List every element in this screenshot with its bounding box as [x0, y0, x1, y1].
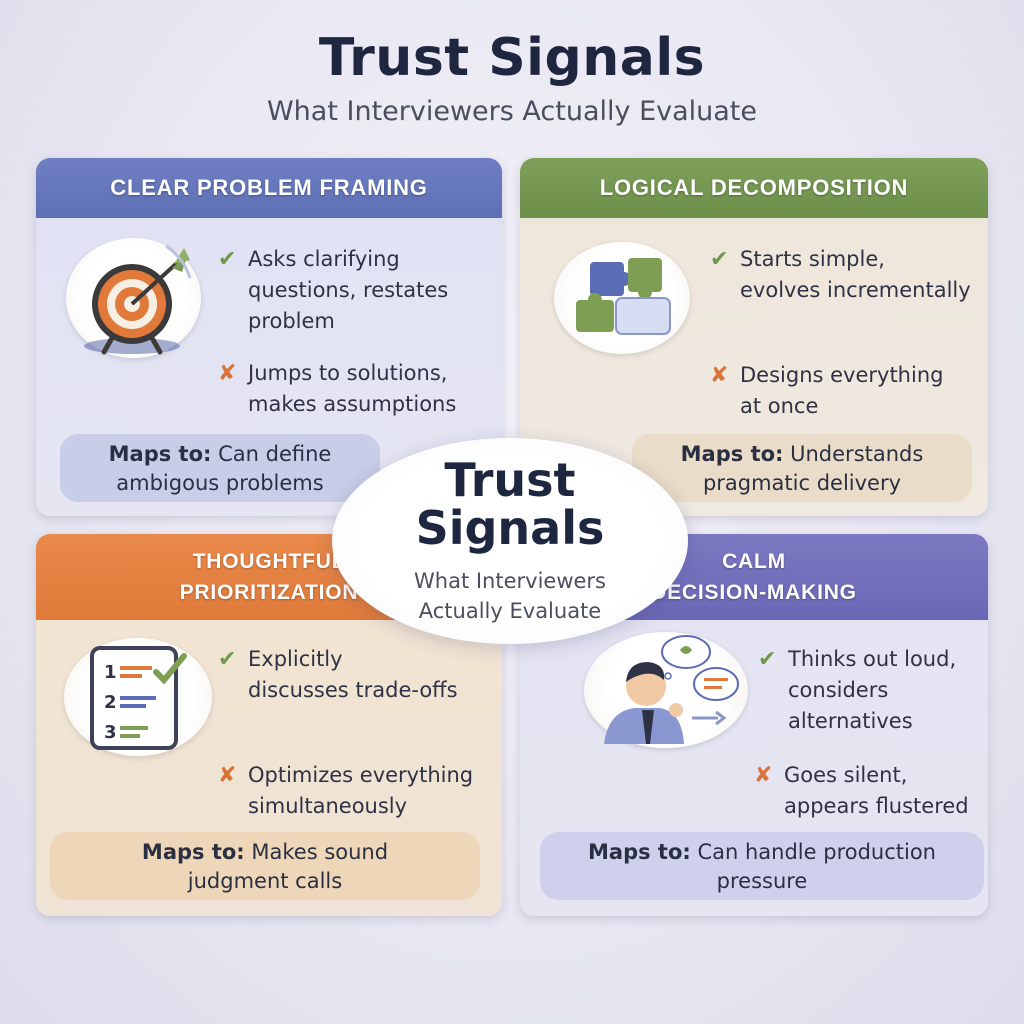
positive-point: ✔ Asks clarifying questions, restates pr… — [218, 244, 448, 337]
maps-to-box: Maps to: Understands pragmatic delivery — [632, 434, 972, 502]
page-subtitle: What Interviewers Actually Evaluate — [266, 96, 758, 127]
center-circle — [332, 438, 688, 644]
svg-text:2: 2 — [104, 692, 117, 713]
check-icon: ✔ — [218, 247, 237, 272]
maps-to-box: Maps to: Can define ambigous problems — [60, 434, 380, 502]
svg-text:1: 1 — [104, 662, 117, 683]
negative-point: ✘ Designs everything at once — [710, 360, 943, 422]
center-subtitle: What Interviewers Actually Evaluate — [414, 569, 606, 623]
card-clear-problem-framing: CLEAR PROBLEM FRAMING ✔ Asks clarifying … — [36, 158, 502, 516]
cross-icon: ✘ — [218, 763, 237, 788]
negative-point: ✘ Optimizes everything simultaneously — [218, 760, 473, 822]
target-icon — [66, 238, 201, 358]
center-title: Trust Signals — [415, 453, 605, 555]
check-icon: ✔ — [710, 247, 729, 272]
page-title: Trust Signals — [318, 28, 706, 88]
cross-icon: ✘ — [218, 361, 237, 386]
positive-point: ✔ Explicitly discusses trade-offs — [218, 644, 458, 706]
card-thoughtful-prioritization: THOUGHTFUL PRIORITIZATION 1 2 3 ✔ Explic… — [36, 534, 502, 916]
cross-icon: ✘ — [754, 763, 773, 788]
check-icon: ✔ — [218, 647, 237, 672]
card-header: LOGICAL DECOMPOSITION — [520, 158, 988, 218]
negative-point: ✘ Goes silent, appears flustered — [754, 760, 969, 822]
svg-text:3: 3 — [104, 722, 117, 743]
thinking-person-icon — [584, 632, 748, 748]
negative-point: ✘ Jumps to solutions, makes assumptions — [218, 358, 456, 420]
cross-icon: ✘ — [710, 363, 729, 388]
card-calm-decision-making: CALM DECISION-MAKING ✔ Thinks out loud, … — [520, 534, 988, 916]
check-icon: ✔ — [758, 647, 777, 672]
puzzle-icon — [554, 242, 690, 354]
card-header: CLEAR PROBLEM FRAMING — [36, 158, 502, 218]
maps-to-box: Maps to: Makes sound judgment calls — [50, 832, 480, 900]
positive-point: ✔ Thinks out loud, considers alternative… — [758, 644, 956, 737]
positive-point: ✔ Starts simple, evolves incrementally — [710, 244, 971, 306]
maps-to-box: Maps to: Can handle production pressure — [540, 832, 984, 900]
checklist-icon: 1 2 3 — [64, 638, 212, 756]
